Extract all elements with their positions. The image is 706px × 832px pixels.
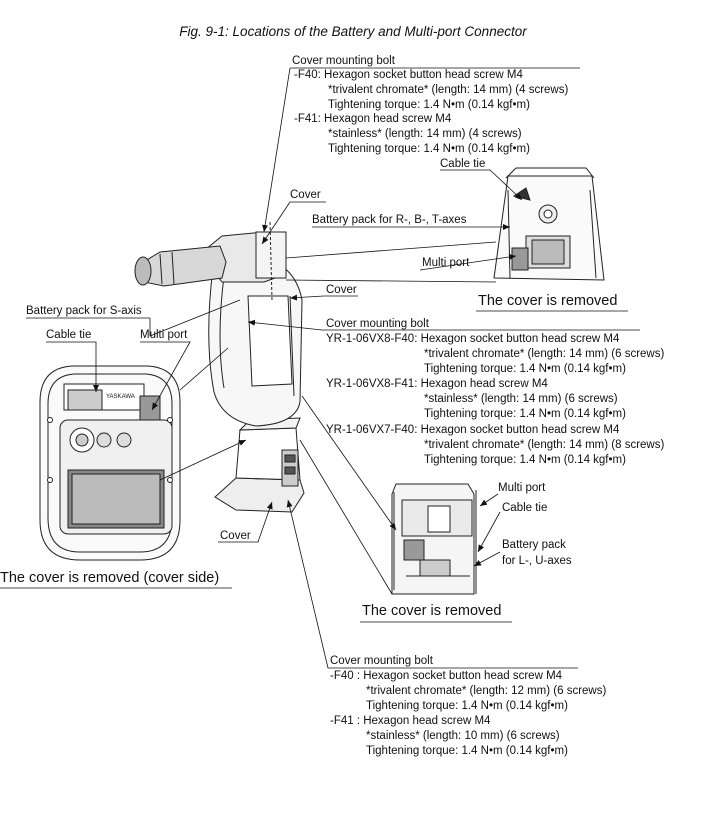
bottom-note-line: Tightening torque: 1.4 N•m (0.14 kgf•m) <box>366 745 568 757</box>
mid-note-line: Tightening torque: 1.4 N•m (0.14 kgf•m) <box>424 408 626 420</box>
caption-cover-removed-top: The cover is removed <box>478 293 618 309</box>
top-note-line: -F41: Hexagon head screw M4 <box>294 113 452 125</box>
mid-note-heading: Cover mounting bolt <box>326 318 429 330</box>
label-multi-port-top: Multi port <box>422 257 470 269</box>
label-multi-port-left: Multi port <box>140 329 188 341</box>
mid-note-line: YR-1-06VX7-F40: Hexagon socket button he… <box>326 424 620 436</box>
bottom-note-line: *stainless* (length: 10 mm) (6 screws) <box>366 730 560 742</box>
label-multi-port-right: Multi port <box>498 482 546 494</box>
robot-arm-illustration <box>134 221 305 513</box>
top-note-line: Tightening torque: 1.4 N•m (0.14 kgf•m) <box>328 143 530 155</box>
label-cover-mid: Cover <box>326 284 357 296</box>
caption-cover-removed-left: The cover is removed (cover side) <box>0 570 220 586</box>
brand-logo: YASKAWA <box>106 394 135 400</box>
label-battery-lu-line2: for L-, U-axes <box>502 555 572 567</box>
label-cover-bottom: Cover <box>220 530 251 542</box>
mid-note-line: *trivalent chromate* (length: 14 mm) (8 … <box>424 439 665 451</box>
caption-cover-removed-right: The cover is removed <box>362 603 502 619</box>
mid-note-line: YR-1-06VX8-F41: Hexagon head screw M4 <box>326 378 548 390</box>
label-cable-tie-left: Cable tie <box>46 329 92 341</box>
label-cable-tie-right: Cable tie <box>502 502 548 514</box>
top-note-heading: Cover mounting bolt <box>292 55 395 67</box>
label-cover-top: Cover <box>290 189 321 201</box>
top-note-line: -F40: Hexagon socket button head screw M… <box>294 69 523 81</box>
figure-title: Fig. 9-1: Locations of the Battery and M… <box>179 24 527 39</box>
top-note-line: Tightening torque: 1.4 N•m (0.14 kgf•m) <box>328 99 530 111</box>
inset-top-right <box>493 167 605 281</box>
label-battery-rbt: Battery pack for R-, B-, T-axes <box>312 214 467 226</box>
inset-left <box>39 365 181 561</box>
top-note-line: *stainless* (length: 14 mm) (4 screws) <box>328 128 522 140</box>
mid-note-line: Tightening torque: 1.4 N•m (0.14 kgf•m) <box>424 363 626 375</box>
label-cable-tie-top: Cable tie <box>440 158 486 170</box>
bottom-note-line: -F40 : Hexagon socket button head screw … <box>330 670 563 682</box>
inset-right-middle <box>391 483 477 595</box>
label-battery-lu-line1: Battery pack <box>502 539 566 551</box>
bottom-note-line: -F41 : Hexagon head screw M4 <box>330 715 491 727</box>
label-battery-s-axis: Battery pack for S-axis <box>26 305 142 317</box>
mid-note-line: *trivalent chromate* (length: 14 mm) (6 … <box>424 348 665 360</box>
top-note-line: *trivalent chromate* (length: 14 mm) (4 … <box>328 84 569 96</box>
mid-note-line: Tightening torque: 1.4 N•m (0.14 kgf•m) <box>424 454 626 466</box>
bottom-note-line: Tightening torque: 1.4 N•m (0.14 kgf•m) <box>366 700 568 712</box>
leader-lines <box>0 67 640 669</box>
mid-note-line: *stainless* (length: 14 mm) (6 screws) <box>424 393 618 405</box>
bottom-note-line: *trivalent chromate* (length: 12 mm) (6 … <box>366 685 607 697</box>
mid-note-line: YR-1-06VX8-F40: Hexagon socket button he… <box>326 333 620 345</box>
bottom-note-heading: Cover mounting bolt <box>330 655 433 667</box>
